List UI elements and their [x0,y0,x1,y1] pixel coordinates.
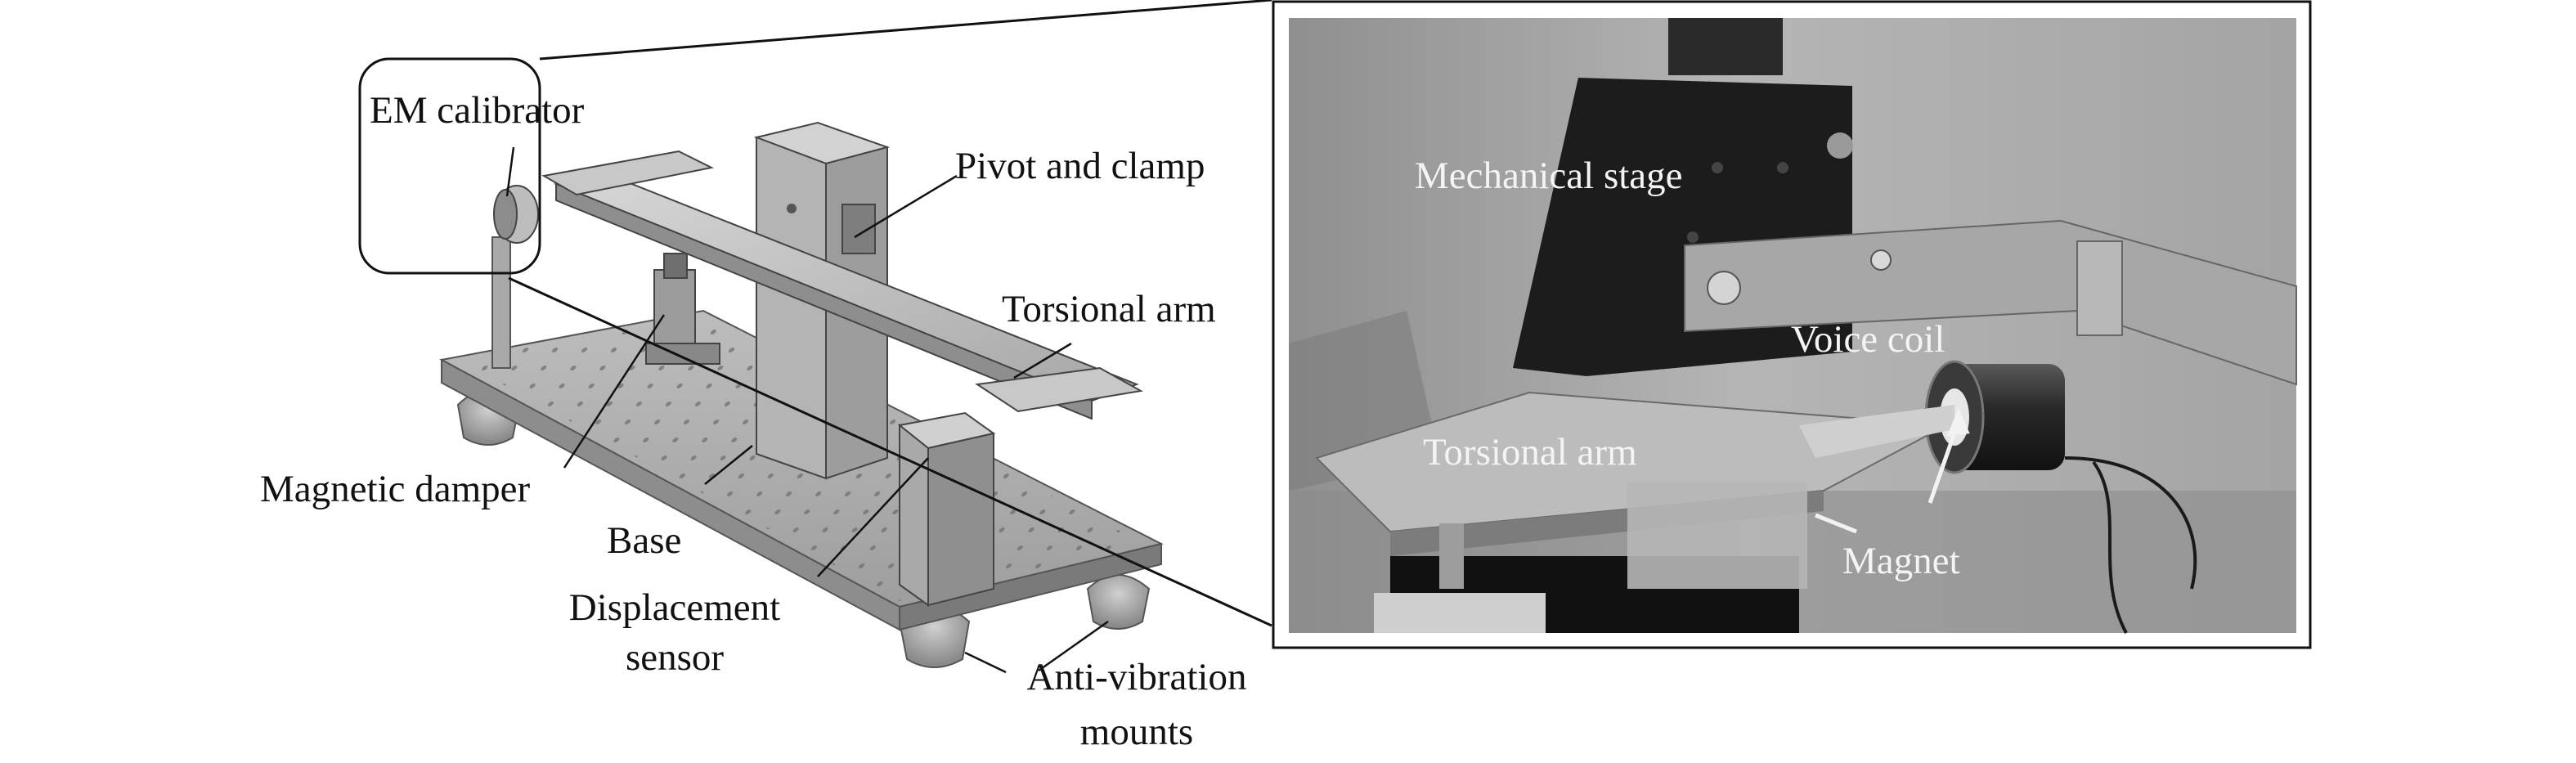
em-calibrator-callout-box [358,57,541,275]
label-displacement-sensor: Displacement sensor [540,589,810,677]
photo-leader-lines [1815,407,1970,534]
photo-panel [1272,0,2312,649]
label-magnetic-damper: Magnetic damper [260,468,531,510]
em-calibrator-post [491,185,539,369]
label-mechanical-stage: Mechanical stage [1415,155,1683,197]
bracket-bar [1684,219,2297,386]
torsional-arm-part [541,150,1143,420]
label-pivot-and-clamp: Pivot and clamp [955,145,1205,187]
label-base: Base [607,519,682,562]
photo-torsional-arm [1315,391,1954,633]
connector-lines [508,0,1272,627]
label-em-calibrator: EM calibrator [370,89,585,132]
label-torsional-arm: Torsional arm [1002,288,1216,330]
label-displacement-line2: sensor [625,636,725,679]
displacement-sensor-part [897,411,996,607]
label-displacement-line1: Displacement [568,586,781,629]
label-photo-torsional-arm: Torsional arm [1423,431,1637,474]
cad-diagram [358,0,1272,674]
magnetic-damper-part [645,253,720,365]
voice-coil-cable [2064,456,2197,634]
label-voice-coil: Voice coil [1791,318,1945,361]
pivot-tower [753,121,891,480]
label-anti-vibration-line1: Anti-vibration [1026,656,1247,698]
label-anti-vibration-line2: mounts [1079,711,1194,753]
label-magnet: Magnet [1842,540,1960,582]
label-anti-vibration-mounts: Anti-vibration mounts [998,658,1276,752]
